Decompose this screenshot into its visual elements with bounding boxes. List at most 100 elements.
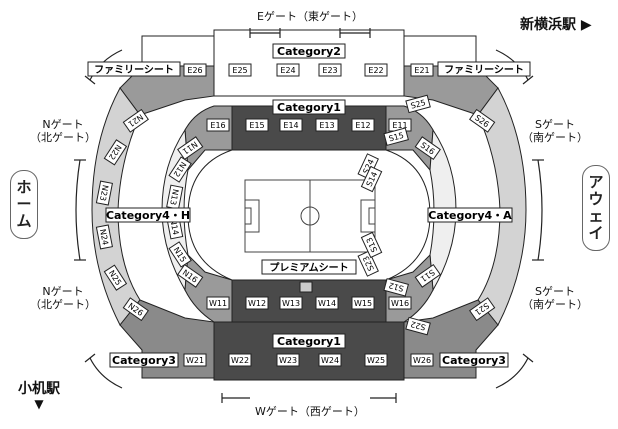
home-char-2: ー xyxy=(16,195,32,213)
blocks-e-upper: E26 E25 E24 E23 E22 E21 xyxy=(183,63,434,77)
north-gate-bottom-main: Nゲート xyxy=(42,285,84,298)
svg-text:N23: N23 xyxy=(98,184,110,202)
kozukue-station-name: 小机駅 xyxy=(18,381,60,397)
svg-text:E23: E23 xyxy=(322,66,337,75)
svg-text:E15: E15 xyxy=(249,121,264,130)
block-e21[interactable]: E21 xyxy=(410,63,434,77)
svg-text:E22: E22 xyxy=(368,66,383,75)
svg-text:N14: N14 xyxy=(168,218,180,236)
block-e12[interactable]: E12 xyxy=(351,118,375,132)
away-char-4: イ xyxy=(588,224,604,242)
block-w26[interactable]: W26 xyxy=(410,353,434,367)
block-w12[interactable]: W12 xyxy=(245,296,269,310)
west-gate-label: Wゲート（西ゲート） xyxy=(255,405,365,418)
block-e15[interactable]: E15 xyxy=(245,118,269,132)
family-seat-home-label: ファミリーシート xyxy=(94,64,174,76)
block-n24[interactable]: N24 xyxy=(95,224,113,250)
block-n15[interactable]: N15 xyxy=(168,241,192,268)
block-w25[interactable]: W25 xyxy=(364,353,388,367)
svg-text:E25: E25 xyxy=(232,66,247,75)
svg-text:W14: W14 xyxy=(318,299,336,308)
block-s13[interactable]: S13 xyxy=(360,231,383,259)
east-gate-label: Eゲート（東ゲート） xyxy=(257,10,363,23)
block-w14[interactable]: W14 xyxy=(315,296,339,310)
block-s22[interactable]: S22 xyxy=(405,316,431,336)
svg-text:W26: W26 xyxy=(413,356,431,365)
category2-stand[interactable] xyxy=(213,29,405,97)
blocks-w-upper: W11 W12 W13 W14 W15 W16 xyxy=(206,296,412,310)
category2-edge-home[interactable] xyxy=(141,35,215,67)
block-e16[interactable]: E16 xyxy=(206,118,230,132)
home-side-label: ホ ー ム xyxy=(10,170,38,239)
svg-text:S15: S15 xyxy=(388,131,405,144)
category4-away-label: Category4・A xyxy=(428,209,512,222)
block-w13[interactable]: W13 xyxy=(279,296,303,310)
blocks-w-lower: W21 W22 W23 W24 W25 W26 xyxy=(183,353,434,367)
home-char-1: ホ xyxy=(16,178,32,196)
block-s25[interactable]: S25 xyxy=(405,94,431,114)
svg-text:N24: N24 xyxy=(98,228,110,246)
block-w16[interactable]: W16 xyxy=(388,296,412,310)
svg-text:W11: W11 xyxy=(209,299,227,308)
block-w24[interactable]: W24 xyxy=(318,353,342,367)
south-gate-top-main: Sゲート xyxy=(535,118,575,131)
block-s15[interactable]: S15 xyxy=(383,127,409,146)
outer-ring xyxy=(91,29,527,381)
block-e25[interactable]: E25 xyxy=(228,63,252,77)
block-e14[interactable]: E14 xyxy=(279,118,303,132)
south-gate-bottom-main: Sゲート xyxy=(535,285,575,298)
block-s11[interactable]: S11 xyxy=(414,263,441,288)
south-gate-top-sub: （南ゲート） xyxy=(522,131,588,144)
block-e24[interactable]: E24 xyxy=(276,63,300,77)
away-char-2: ウ xyxy=(588,190,604,208)
shin-yokohama-station: 新横浜駅 ▶ xyxy=(520,17,592,33)
kozukue-station-arrow: ▼ xyxy=(34,397,44,411)
category1-lower-stand[interactable] xyxy=(213,321,405,381)
svg-text:W15: W15 xyxy=(354,299,372,308)
block-s21[interactable]: S21 xyxy=(469,297,496,322)
svg-text:E24: E24 xyxy=(280,66,295,75)
home-char-3: ム xyxy=(16,212,32,230)
premium-seat-label: プレミアムシート xyxy=(269,261,348,274)
svg-text:E14: E14 xyxy=(283,121,298,130)
block-n25[interactable]: N25 xyxy=(103,264,128,291)
block-n12[interactable]: N12 xyxy=(168,156,192,183)
block-n22[interactable]: N22 xyxy=(103,139,128,166)
svg-text:W13: W13 xyxy=(282,299,300,308)
svg-text:W24: W24 xyxy=(321,356,339,365)
block-w21[interactable]: W21 xyxy=(183,353,207,367)
kozukue-station: 小机駅 ▼ xyxy=(14,378,64,410)
block-s14[interactable]: S14 xyxy=(360,165,383,193)
svg-text:S12: S12 xyxy=(388,281,405,294)
block-s23[interactable]: S23 xyxy=(357,250,379,277)
category4-home-label: Category4・H xyxy=(106,209,190,222)
svg-text:W16: W16 xyxy=(391,299,409,308)
svg-text:E26: E26 xyxy=(187,66,202,75)
block-n13[interactable]: N13 xyxy=(166,184,184,210)
block-s26[interactable]: S26 xyxy=(469,108,496,133)
block-e22[interactable]: E22 xyxy=(364,63,388,77)
block-s16[interactable]: S16 xyxy=(414,136,441,161)
north-gate-top: Nゲート （北ゲート） xyxy=(28,118,98,144)
gate-lines xyxy=(74,28,544,403)
block-w11[interactable]: W11 xyxy=(206,296,230,310)
category3-away-label: Category3 xyxy=(442,354,506,367)
away-char-1: ア xyxy=(588,173,604,191)
block-s12[interactable]: S12 xyxy=(383,278,409,297)
north-gate-bottom-sub: （北ゲート） xyxy=(30,298,96,311)
block-n23[interactable]: N23 xyxy=(95,180,113,206)
block-e23[interactable]: E23 xyxy=(318,63,342,77)
svg-text:W12: W12 xyxy=(248,299,266,308)
north-gate-bottom: Nゲート （北ゲート） xyxy=(28,285,98,311)
block-w22[interactable]: W22 xyxy=(228,353,252,367)
block-w23[interactable]: W23 xyxy=(276,353,300,367)
svg-text:W21: W21 xyxy=(186,356,204,365)
svg-text:E12: E12 xyxy=(355,121,370,130)
block-e13[interactable]: E13 xyxy=(315,118,339,132)
category1-lower-label: Category1 xyxy=(277,335,341,348)
block-w15[interactable]: W15 xyxy=(351,296,375,310)
block-e26[interactable]: E26 xyxy=(183,63,207,77)
